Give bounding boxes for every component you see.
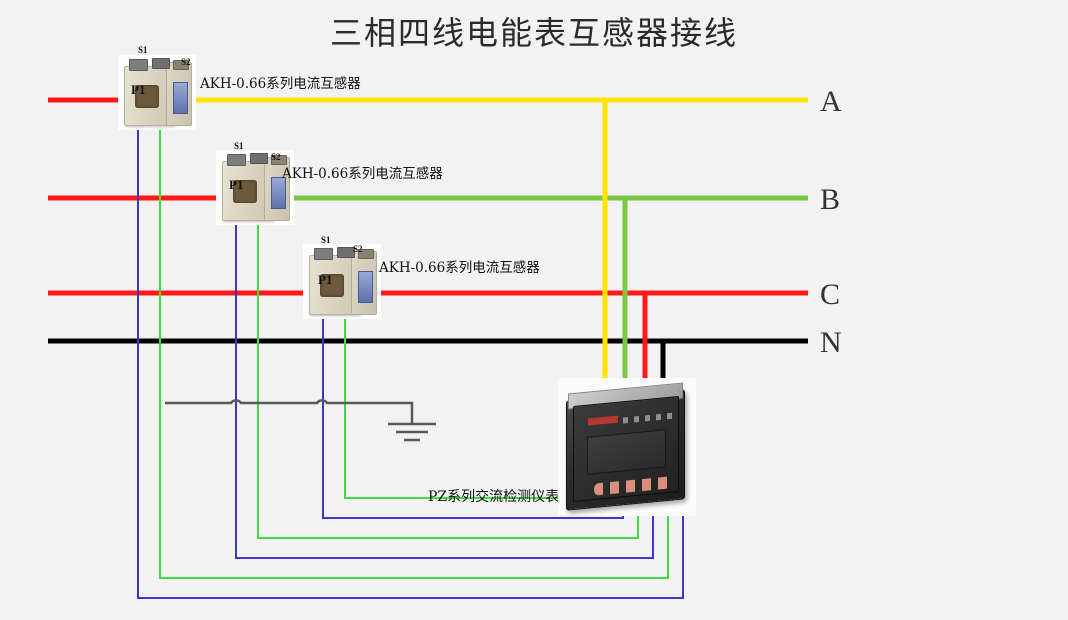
ct-terminal-s1-block <box>128 58 149 71</box>
ct-a-description: AKH-0.66系列电流互感器 <box>200 76 361 92</box>
ct-b-label-s1: S1 <box>234 141 244 151</box>
phase-label-b: B <box>820 183 841 216</box>
ct-window <box>135 85 159 108</box>
ground-bus <box>165 399 414 424</box>
ct-a-s1-blue <box>137 118 684 599</box>
ct-b-label-s2: S2 <box>271 152 281 162</box>
meter-lcd-display <box>586 429 667 475</box>
ct-a-s2-green <box>159 126 669 579</box>
current-transformer-c[interactable] <box>303 244 381 319</box>
ct-nameplate <box>270 177 286 209</box>
ct-terminal-s2-block <box>337 247 355 258</box>
ct-c-label-s2: S2 <box>353 244 363 254</box>
current-transformer-b[interactable] <box>216 150 294 225</box>
power-meter-device[interactable] <box>558 378 696 516</box>
ct-terminal-cap <box>270 154 287 165</box>
ct-window <box>233 180 257 203</box>
ct-a-label-p1: P1 <box>131 82 146 97</box>
ct-terminal-cap <box>172 59 189 70</box>
meter-description: PZ系列交流检测仪表 <box>428 489 560 505</box>
ct-c-description: AKH-0.66系列电流互感器 <box>379 260 540 276</box>
ct-b-s1-blue <box>235 213 654 559</box>
ct-body <box>222 160 273 221</box>
page-title: 三相四线电能表互感器接线 <box>329 14 738 52</box>
ct-b-label-p1: P1 <box>229 177 244 192</box>
ct-c-label-p1: P1 <box>318 272 333 287</box>
ct-nameplate <box>357 271 373 303</box>
ct-a-label-s2: S2 <box>181 57 191 67</box>
ct-c-label-s1: S1 <box>321 235 331 245</box>
phase-label-a: A <box>820 85 842 118</box>
ct-terminal-s2-block <box>152 58 170 69</box>
ct-window <box>320 274 344 297</box>
phase-label-c: C <box>820 278 841 311</box>
ct-terminal-s1-block <box>313 247 334 260</box>
ct-terminal-s2-block <box>250 153 268 164</box>
ct-terminal-cap <box>357 248 374 259</box>
ct-b-description: AKH-0.66系列电流互感器 <box>282 166 443 182</box>
ct-terminal-s1-block <box>226 153 247 166</box>
current-transformer-a[interactable] <box>118 55 196 130</box>
ct-nameplate <box>172 82 188 114</box>
phase-label-n: N <box>820 326 842 359</box>
ct-a-label-s1: S1 <box>138 45 148 55</box>
ct-b-s2-green <box>257 221 639 539</box>
